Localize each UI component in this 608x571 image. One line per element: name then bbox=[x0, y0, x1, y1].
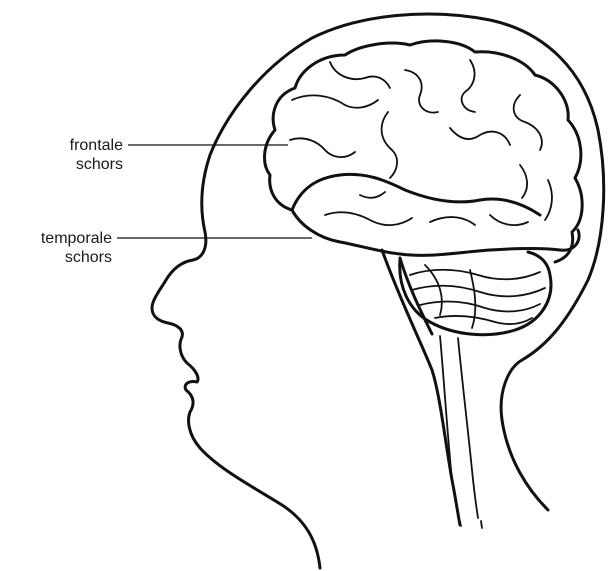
cerebellum-fold-5 bbox=[425, 265, 442, 315]
temporal-label-line2: schors bbox=[5, 248, 112, 267]
spinal-dash-2 bbox=[481, 521, 482, 528]
cerebellum-fold-3 bbox=[420, 302, 540, 312]
frontal-label-line1: frontale bbox=[33, 136, 123, 155]
gyrus-5 bbox=[462, 60, 475, 112]
neck-back-line bbox=[382, 250, 460, 525]
frontal-cortex-label: frontale schors bbox=[33, 136, 123, 174]
gyrus-4 bbox=[405, 70, 438, 113]
temporal-gyrus-1 bbox=[325, 212, 412, 225]
temporal-gyrus-4 bbox=[490, 215, 528, 225]
gyrus-3 bbox=[290, 138, 355, 157]
temporal-gyrus-3 bbox=[360, 192, 385, 198]
sulcus-2 bbox=[450, 128, 510, 145]
cerebellum-fold-4 bbox=[435, 316, 532, 324]
lateral-fissure bbox=[292, 174, 540, 215]
cerebellum-fold-2 bbox=[412, 286, 545, 297]
temporal-gyrus-2 bbox=[430, 217, 475, 225]
sulcus-3 bbox=[520, 165, 527, 198]
gyrus-2 bbox=[330, 62, 390, 88]
frontal-label-line2: schors bbox=[33, 155, 123, 174]
gyrus-6 bbox=[514, 95, 542, 150]
central-sulcus bbox=[382, 112, 397, 178]
cerebrum-outline bbox=[265, 41, 583, 262]
spinal-cord-right bbox=[458, 338, 478, 518]
temporal-label-line1: temporale bbox=[5, 229, 112, 248]
temporal-cortex-label: temporale schors bbox=[5, 229, 112, 267]
temporal-lobe-outline bbox=[292, 210, 579, 255]
sulcus-4 bbox=[545, 180, 552, 220]
gyrus-1 bbox=[292, 95, 378, 107]
cerebellum-fold-6 bbox=[470, 270, 475, 328]
